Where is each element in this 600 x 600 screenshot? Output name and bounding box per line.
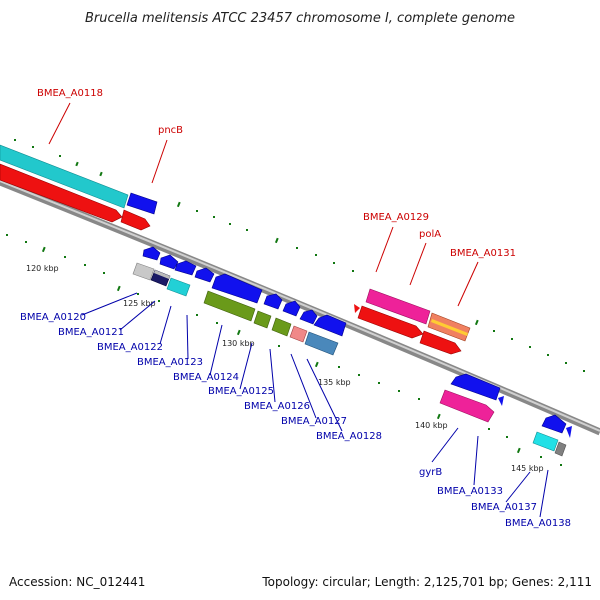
tick-label: 140 kbp: [415, 421, 448, 430]
gene-label-gyrB[interactable]: gyrB: [419, 467, 442, 478]
tick-label: 125 kbp: [123, 299, 156, 308]
gene-feature-BMEA_A0124[interactable]: [203, 290, 256, 322]
gene-feature-blue[interactable]: [541, 414, 567, 434]
gene-label-BMEA_A0138[interactable]: BMEA_A0138: [505, 518, 571, 529]
gene-label-BMEA_A0123[interactable]: BMEA_A0123: [137, 357, 203, 368]
tick-label: 120 kbp: [26, 264, 59, 273]
gene-label-BMEA_A0126[interactable]: BMEA_A0126: [244, 401, 310, 412]
tick-label: 135 kbp: [318, 378, 351, 387]
gene-feature-blue[interactable]: [263, 293, 283, 310]
gene-feature-BMEA_A0131-red[interactable]: [419, 330, 462, 355]
reverse-strand-genes: [132, 246, 572, 457]
topology-text: Topology: circular; Length: 2,125,701 bp…: [261, 575, 592, 589]
gene-feature-BMEA_A0122[interactable]: [166, 277, 191, 297]
gene-label-pncB[interactable]: pncB: [158, 125, 183, 136]
gene-label-BMEA_A0133[interactable]: BMEA_A0133: [437, 486, 503, 497]
gene-feature-gyrB[interactable]: [450, 373, 501, 401]
gene-feature-BMEA_A0129-magenta[interactable]: [365, 288, 431, 325]
gene-feature-blue[interactable]: [174, 260, 197, 276]
gene-label-BMEA_A0118[interactable]: BMEA_A0118: [37, 88, 103, 99]
gene-label-BMEA_A0137[interactable]: BMEA_A0137: [471, 502, 537, 513]
tick-label: 130 kbp: [222, 339, 255, 348]
gene-label-polA[interactable]: polA: [419, 229, 441, 240]
outer-tick-marks: [14, 139, 585, 372]
gene-feature-pncB-blue[interactable]: [126, 192, 158, 215]
gene-feature-blue[interactable]: [313, 314, 347, 337]
gene-feature-polA-red[interactable]: [357, 305, 424, 339]
gene-feature-blue[interactable]: [299, 309, 318, 325]
gene-feature-pncB-red[interactable]: [120, 209, 151, 231]
gene-feature-blue[interactable]: [142, 246, 161, 261]
gene-feature-gyrB-tip[interactable]: [498, 396, 504, 406]
gene-label-BMEA_A0125[interactable]: BMEA_A0125: [208, 386, 274, 397]
gene-feature-BMEA_A0120[interactable]: [132, 262, 155, 281]
gene-feature-blue[interactable]: [566, 426, 572, 438]
gene-label-BMEA_A0129[interactable]: BMEA_A0129: [363, 212, 429, 223]
gene-feature-blue[interactable]: [159, 254, 179, 270]
gene-label-BMEA_A0121[interactable]: BMEA_A0121: [58, 327, 124, 338]
gene-feature-blue[interactable]: [194, 267, 215, 283]
label-leader-lines: [48, 102, 549, 518]
tick-label: 145 kbp: [511, 464, 544, 473]
gene-feature-BMEA_A0128[interactable]: [304, 331, 339, 356]
gene-feature-BMEA_A0121-top: [154, 270, 170, 279]
chromosome-backbone-highlight: [0, 180, 600, 432]
gene-feature-BMEA_A0131-stripe: [431, 319, 468, 336]
gene-label-BMEA_A0127[interactable]: BMEA_A0127: [281, 416, 347, 427]
gene-feature-BMEA_A0118-red[interactable]: [0, 163, 123, 223]
gene-feature-BMEA_A0126[interactable]: [271, 317, 292, 337]
gene-feature-BMEA_A0118-cyan[interactable]: [0, 144, 129, 209]
gene-feature-blue[interactable]: [282, 300, 301, 317]
gene-feature-BMEA_A0129-arrow[interactable]: [354, 304, 360, 313]
forward-strand-genes: [0, 144, 471, 355]
map-title: Brucella melitensis ATCC 23457 chromosom…: [85, 11, 515, 26]
gene-label-BMEA_A0120[interactable]: BMEA_A0120: [20, 312, 86, 323]
gene-feature-blue[interactable]: [211, 273, 263, 304]
gene-feature-BMEA_A0137[interactable]: [532, 431, 559, 452]
gene-label-BMEA_A0124[interactable]: BMEA_A0124: [173, 372, 239, 383]
gene-feature-BMEA_A0127[interactable]: [289, 325, 308, 343]
gene-label-BMEA_A0131[interactable]: BMEA_A0131: [450, 248, 516, 259]
gene-label-BMEA_A0128[interactable]: BMEA_A0128: [316, 431, 382, 442]
gene-feature-BMEA_A0138[interactable]: [554, 441, 567, 457]
gene-feature-BMEA_A0133[interactable]: [439, 389, 495, 423]
gene-labels: BMEA_A0118 pncB BMEA_A0129 polA BMEA_A01…: [20, 88, 571, 529]
accession-text: Accession: NC_012441: [9, 575, 145, 589]
gene-feature-BMEA_A0125[interactable]: [253, 310, 272, 329]
inner-tick-marks: [6, 234, 562, 466]
gene-label-BMEA_A0122[interactable]: BMEA_A0122: [97, 342, 163, 353]
